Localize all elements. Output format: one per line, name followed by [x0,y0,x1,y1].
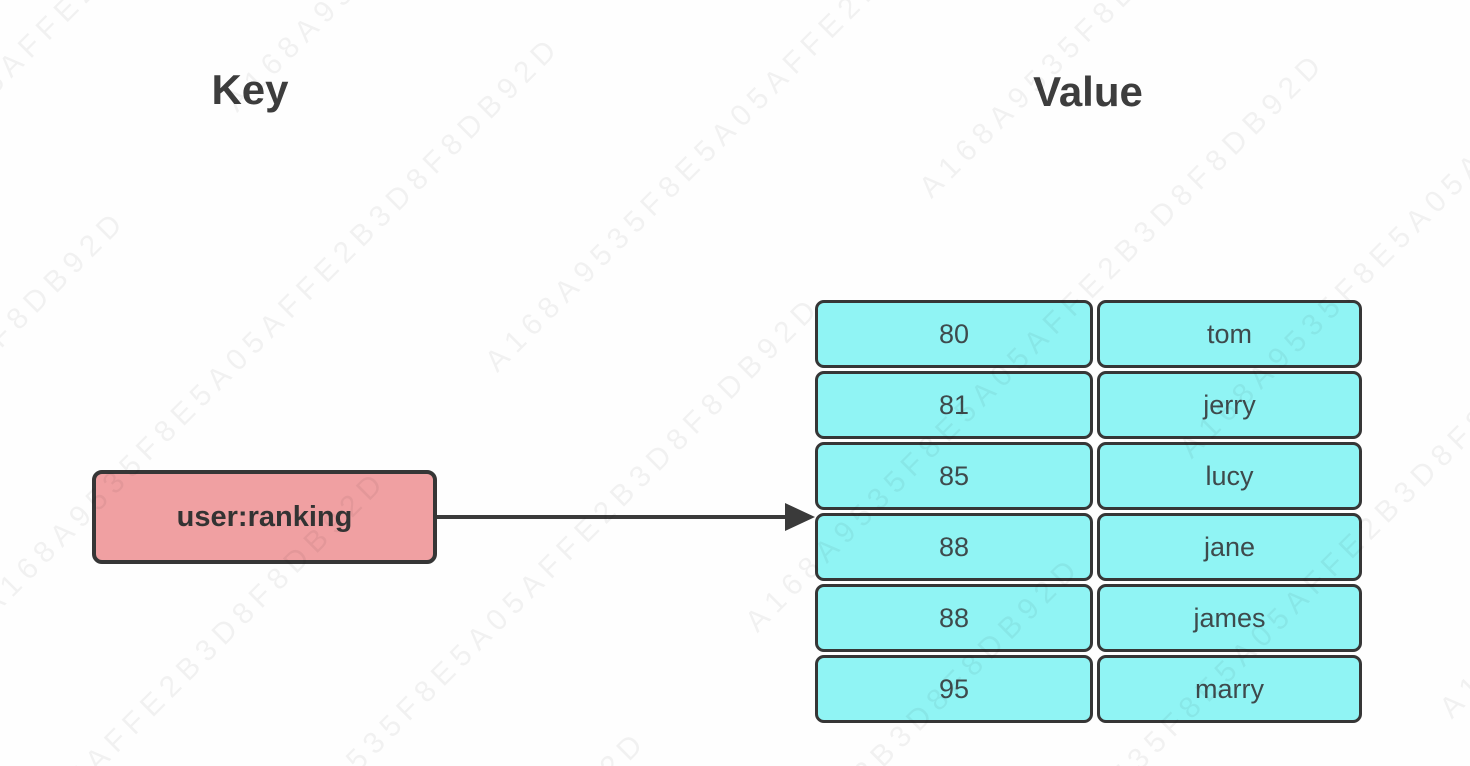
key-box: user:ranking [92,470,437,564]
key-heading: Key [211,66,289,113]
member-cell: lucy [1097,442,1362,510]
score-cell: 95 [815,655,1093,723]
score-cell: 81 [815,371,1093,439]
member-cell: tom [1097,300,1362,368]
value-heading: Value [1033,68,1143,115]
arrow-right-icon [785,503,815,531]
member-cell: james [1097,584,1362,652]
member-cell: jerry [1097,371,1362,439]
member-cell: marry [1097,655,1362,723]
member-cell: jane [1097,513,1362,581]
key-box-label: user:ranking [176,500,353,533]
arrow-line [437,515,787,519]
score-cell: 88 [815,513,1093,581]
value-table: 80 tom 81 jerry 85 lucy 88 jane 88 james… [815,300,1362,723]
score-cell: 88 [815,584,1093,652]
score-cell: 80 [815,300,1093,368]
score-cell: 85 [815,442,1093,510]
